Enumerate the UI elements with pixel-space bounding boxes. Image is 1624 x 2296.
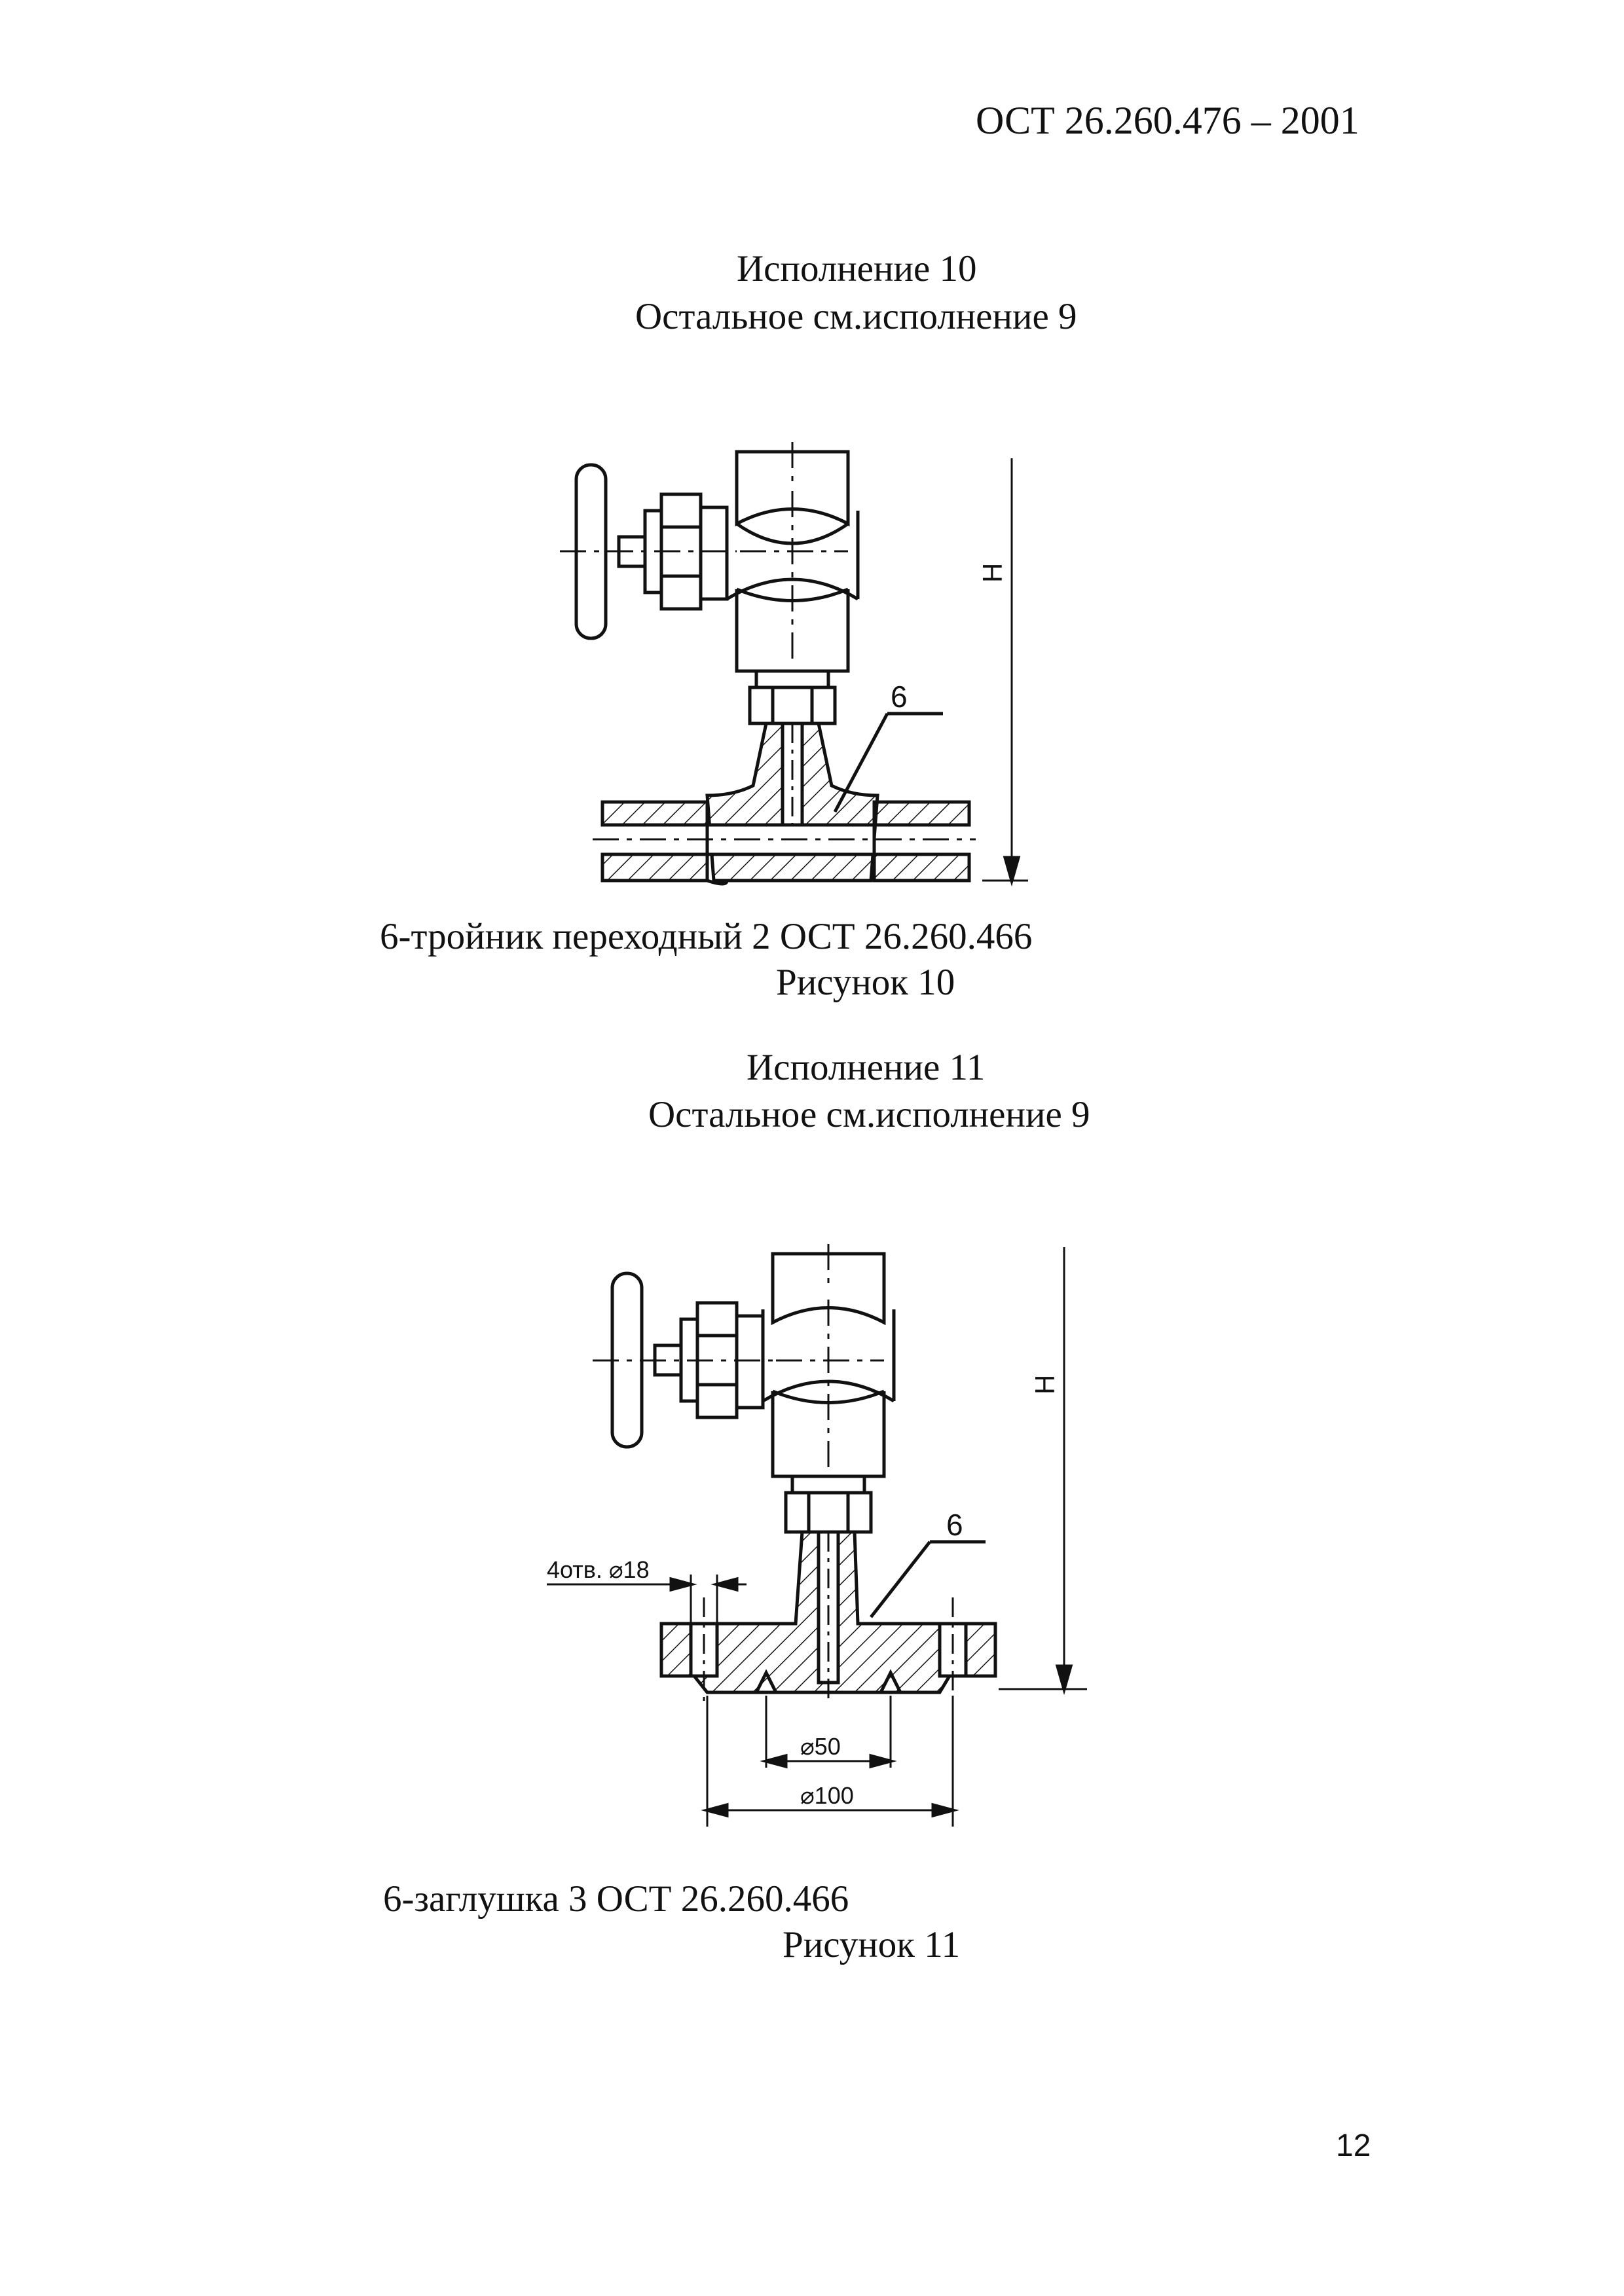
figure11-diameter-outer-label: ⌀100	[800, 1782, 854, 1809]
figure10-legend: 6-тройник переходный 2 ОСТ 26.260.466	[380, 916, 1033, 957]
figure11-diameter-inner-label: ⌀50	[800, 1733, 841, 1760]
figure11-title: Исполнение 11	[747, 1047, 986, 1088]
figure10-dimension-label: H	[977, 563, 1008, 583]
figure11-subtitle: Остальное см.исполнение 9	[648, 1094, 1090, 1135]
figure10-subtitle: Остальное см.исполнение 9	[635, 296, 1077, 337]
figure11-holes-label: 4отв. ⌀18	[547, 1556, 650, 1583]
document-code: ОСТ 26.260.476 – 2001	[976, 99, 1359, 142]
page-number: 12	[1336, 2128, 1371, 2163]
figure11-caption: Рисунок 11	[783, 1924, 961, 1965]
figure10-caption: Рисунок 10	[776, 962, 955, 1003]
figure11-dimension-label: H	[1029, 1375, 1060, 1394]
figure11-callout-label: 6	[946, 1508, 963, 1542]
figure10-title: Исполнение 10	[737, 248, 977, 289]
figure10-callout-label: 6	[891, 680, 908, 714]
figure11-legend: 6-заглушка 3 ОСТ 26.260.466	[383, 1878, 849, 1920]
